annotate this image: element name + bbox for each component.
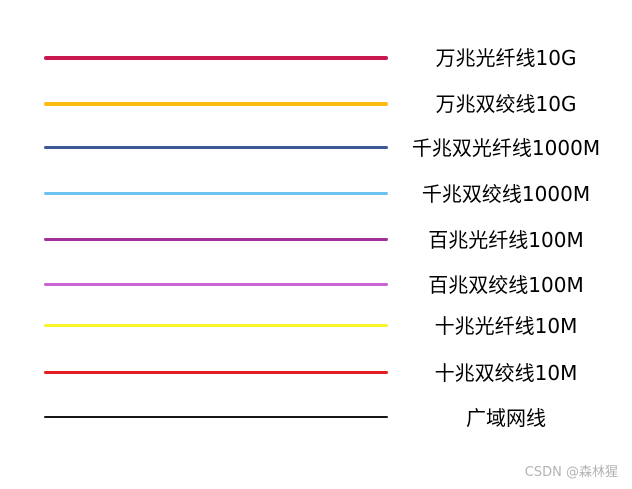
legend-line-10m-twisted-pair: [44, 371, 388, 374]
legend-label-10g-twisted-pair: 万兆双绞线10G: [435, 92, 577, 116]
legend-line-wan-cable: [44, 416, 388, 418]
legend-label-100m-twisted-pair: 百兆双绞线100M: [428, 273, 584, 297]
legend-line-1000m-dual-fiber: [44, 146, 388, 149]
legend-row-100m-twisted-pair: 百兆双绞线100M: [0, 269, 632, 301]
legend-row-10g-twisted-pair: 万兆双绞线10G: [0, 88, 632, 120]
legend-row-10g-fiber: 万兆光纤线10G: [0, 42, 632, 74]
legend-label-1000m-dual-fiber: 千兆双光纤线1000M: [411, 136, 601, 160]
legend-label-1000m-twisted-pair: 千兆双绞线1000M: [421, 182, 591, 206]
legend-line-100m-fiber: [44, 238, 388, 241]
legend-row-1000m-twisted-pair: 千兆双绞线1000M: [0, 178, 632, 210]
legend-line-100m-twisted-pair: [44, 283, 388, 286]
legend-line-1000m-twisted-pair: [44, 192, 388, 195]
legend-row-wan-cable: 广域网线: [0, 402, 632, 434]
legend-row-10m-fiber: 十兆光纤线10M: [0, 310, 632, 342]
legend-label-10m-twisted-pair: 十兆双绞线10M: [434, 361, 578, 385]
legend-label-100m-fiber: 百兆光纤线100M: [428, 228, 584, 252]
legend-row-10m-twisted-pair: 十兆双绞线10M: [0, 357, 632, 389]
legend-line-10m-fiber: [44, 324, 388, 327]
legend-line-10g-fiber: [44, 56, 388, 60]
legend-label-wan-cable: 广域网线: [466, 406, 546, 430]
legend-line-10g-twisted-pair: [44, 102, 388, 106]
legend-row-1000m-dual-fiber: 千兆双光纤线1000M: [0, 132, 632, 164]
legend-label-10m-fiber: 十兆光纤线10M: [434, 314, 578, 338]
legend-label-10g-fiber: 万兆光纤线10G: [435, 46, 577, 70]
legend-row-100m-fiber: 百兆光纤线100M: [0, 224, 632, 256]
watermark: CSDN @森林猩: [524, 465, 618, 480]
